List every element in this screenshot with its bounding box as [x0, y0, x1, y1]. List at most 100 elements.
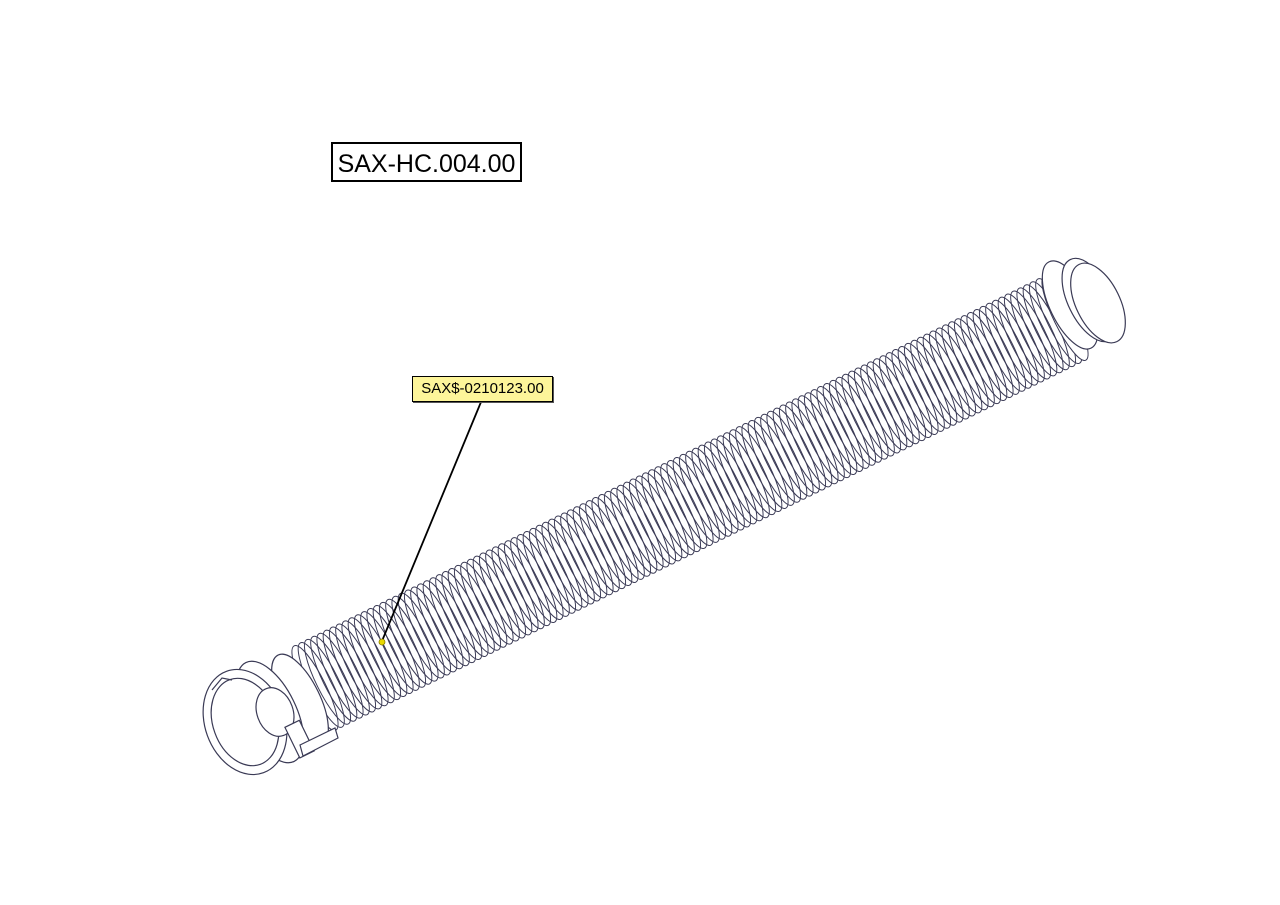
hose-rib [953, 318, 1002, 405]
hose-rib [622, 481, 670, 568]
hose-rib [828, 379, 877, 466]
hose-rib [641, 472, 689, 559]
hose-rib [803, 392, 852, 479]
hose-rib [535, 524, 583, 611]
hose-rib [747, 419, 795, 506]
part-hotspot[interactable] [378, 638, 386, 646]
hose-rib [816, 386, 864, 472]
hose-rib [503, 540, 552, 627]
hose-rib [778, 404, 827, 491]
part-callout-label[interactable]: SAX$-0210123.00 [412, 376, 553, 402]
hose-rib [353, 614, 402, 701]
hose-rib [453, 564, 502, 651]
hose-rib [660, 463, 708, 550]
hose-rib [366, 608, 414, 694]
hose-rib [1010, 290, 1058, 377]
hose-rib [497, 543, 545, 630]
hose-rib [560, 512, 608, 599]
callout-leader-line [381, 401, 482, 642]
hose-rib [685, 450, 733, 537]
hose-rib [841, 373, 889, 460]
hose-rib [797, 395, 845, 482]
hose-rib [428, 577, 477, 664]
hose-rib [691, 447, 739, 534]
hose-rib [360, 611, 408, 698]
hose-rib [341, 620, 389, 707]
hose-rib [528, 527, 577, 614]
hose-rib [722, 432, 770, 519]
hose-rib [885, 352, 933, 439]
hose-rib [335, 623, 383, 710]
hose-rib [972, 308, 1020, 395]
hose-rib [603, 490, 652, 577]
hose-rib [703, 441, 752, 528]
hose-rib [916, 336, 964, 423]
hose-rib [860, 364, 908, 451]
hose-rib [491, 546, 539, 633]
hose-rib [903, 342, 952, 429]
hose-rib [960, 315, 1008, 402]
hose-rib [485, 549, 533, 636]
hose-rib [635, 475, 683, 562]
hose-rib [616, 484, 664, 571]
hose-rib [572, 506, 620, 593]
hose-rib [553, 515, 602, 602]
hose-rib [666, 460, 714, 546]
hose-rib [728, 429, 777, 516]
hose-rib [947, 321, 995, 408]
hose-rib [522, 530, 570, 617]
hose-rib [785, 401, 833, 488]
hose-rib [941, 324, 989, 411]
hose-rib [303, 638, 352, 725]
hose-rib [966, 312, 1014, 398]
hose-rib [710, 438, 758, 525]
hose-rib [591, 497, 639, 583]
hose-rib [647, 469, 695, 556]
hose-rib [347, 617, 395, 704]
hose-rib [1016, 287, 1064, 374]
hose-rib [791, 398, 839, 485]
hose-rib [516, 534, 564, 620]
hose-rib [510, 537, 558, 624]
hose-rib [678, 453, 727, 540]
hose-rib [997, 296, 1045, 383]
hose-rib [853, 367, 902, 454]
hose-rib [416, 583, 464, 670]
hose-rib [478, 552, 527, 639]
hose-rib [753, 416, 802, 503]
hose-rib [610, 487, 658, 574]
hose-rib [316, 632, 364, 719]
right-end-fitting [1041, 257, 1126, 350]
hose-rib [891, 349, 939, 435]
hose-rib [866, 361, 914, 448]
hose-rib [897, 345, 945, 432]
hose-rib [910, 339, 958, 426]
hose-rib [922, 333, 970, 420]
hose-rib [878, 355, 927, 442]
hose-rib [653, 466, 702, 553]
hose-rib [322, 629, 370, 716]
hose-rib [578, 503, 627, 590]
hose-rib [547, 518, 595, 605]
hose-rib [628, 478, 677, 565]
hose-rib [385, 598, 433, 685]
hose-rib [716, 435, 764, 522]
left-end-fitting [202, 653, 339, 776]
hose-rib [847, 370, 895, 457]
hose-rib [328, 626, 377, 713]
hose-rib [597, 493, 645, 580]
hose-rib [397, 592, 445, 679]
hose-rib [697, 444, 745, 531]
hose-rib [422, 580, 470, 667]
hose-rib [541, 521, 589, 608]
hose-rib [378, 601, 427, 688]
hose-rib [985, 302, 1033, 389]
hose-rib [466, 558, 514, 645]
hose-rib [585, 500, 633, 587]
hose-rib [735, 426, 783, 513]
hose-rib [810, 389, 858, 476]
hose-rib [935, 327, 983, 414]
hose-rib [447, 567, 495, 654]
hose-rib [772, 407, 820, 494]
